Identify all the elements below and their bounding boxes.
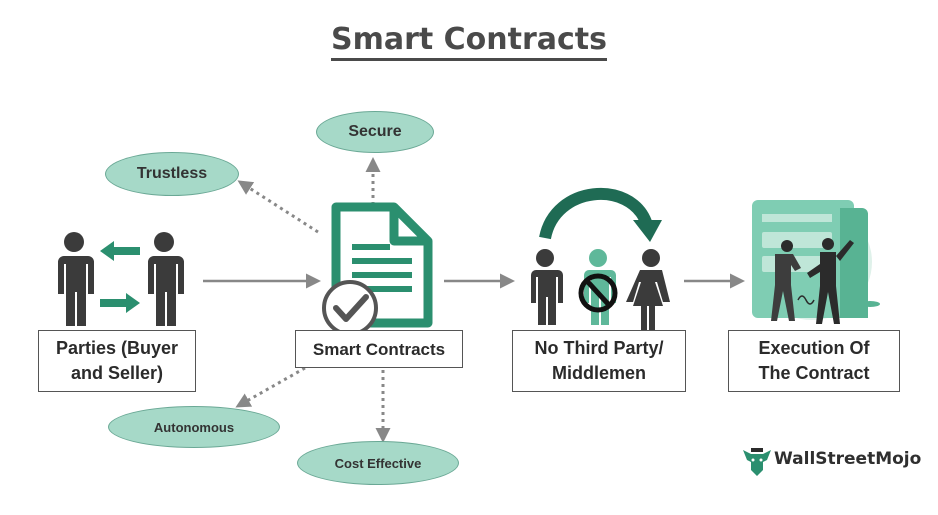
title-text: Smart Contracts [330, 22, 608, 61]
box-parties-line-2: and Seller) [70, 363, 164, 383]
box-execution-line-2: The Contract [758, 363, 870, 383]
box-execution: Execution Of The Contract [728, 330, 900, 392]
exchange-arrow-right-icon [100, 293, 140, 313]
box-no-third-party-line-2: Middlemen [551, 363, 646, 383]
box-smart-contracts-label: Smart Contracts [312, 339, 446, 359]
exchange-arrow-left-icon [100, 241, 140, 261]
box-smart-contracts: Smart Contracts [295, 330, 463, 368]
curved-arrow-icon [539, 187, 652, 240]
box-parties-line-1: Parties (Buyer [55, 338, 179, 358]
oval-autonomous: Autonomous [108, 406, 280, 448]
prohibited-icon [578, 273, 618, 313]
connector-autonomous [235, 366, 306, 408]
checkmark-icon [322, 280, 378, 336]
box-parties: Parties (Buyer and Seller) [38, 330, 196, 392]
oval-autonomous-label: Autonomous [153, 419, 235, 435]
box-no-third-party-line-1: No Third Party/ [534, 338, 664, 358]
oval-trustless: Trustless [105, 152, 239, 196]
curved-arrow-head-icon [633, 220, 662, 242]
connector-trustless [237, 180, 319, 234]
person-icon [58, 232, 94, 326]
bull-logo-icon [743, 448, 771, 476]
brand-logo: WallStreetMojo [774, 449, 921, 469]
oval-secure: Secure [316, 111, 434, 153]
oval-secure-label: Secure [348, 123, 402, 140]
handshake-icon [752, 200, 880, 324]
oval-trustless-label: Trustless [136, 165, 208, 182]
person-icon [148, 232, 184, 326]
box-no-third-party: No Third Party/ Middlemen [512, 330, 686, 392]
diagram-title: Smart Contracts [0, 22, 938, 61]
person-icon [531, 249, 563, 325]
oval-cost-effective: Cost Effective [297, 441, 459, 485]
middleman-person-icon [584, 249, 616, 325]
box-execution-line-1: Execution Of [758, 338, 870, 358]
brand-text: WallStreetMojo [774, 449, 922, 469]
person-icon [626, 249, 670, 330]
oval-cost-effective-label: Cost Effective [334, 455, 422, 471]
